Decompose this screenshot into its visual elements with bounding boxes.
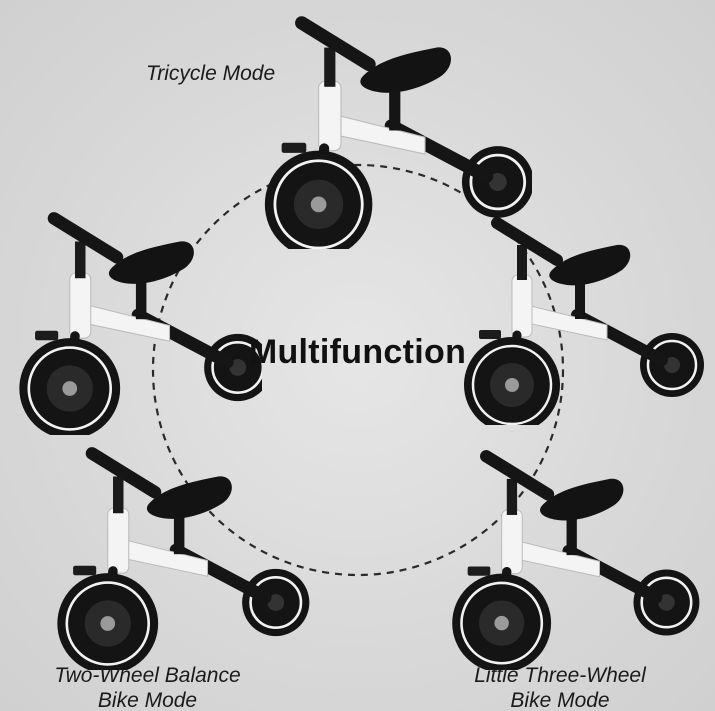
tricycle-mode-label: Tricycle Mode bbox=[146, 62, 276, 85]
three-wheel-right-image bbox=[452, 215, 714, 425]
two-wheel-balance-label: Two-Wheel Balance Bike Mode bbox=[30, 663, 265, 711]
tricycle-mode-image bbox=[232, 14, 532, 249]
little-three-wheel-label-line2: Bike Mode bbox=[510, 689, 610, 711]
two-wheel-balance-label-line2: Bike Mode bbox=[97, 689, 198, 711]
two-wheel-balance-bike-image bbox=[30, 445, 310, 670]
center-title: Multifunction bbox=[248, 333, 467, 371]
balance-bike-left-image bbox=[2, 210, 262, 435]
little-three-wheel-bike-image bbox=[430, 448, 705, 670]
two-wheel-balance-label-line1: Two-Wheel Balance bbox=[54, 664, 241, 687]
little-three-wheel-label: Little Three-Wheel Bike Mode bbox=[455, 663, 665, 711]
little-three-wheel-label-line1: Little Three-Wheel bbox=[474, 664, 646, 687]
